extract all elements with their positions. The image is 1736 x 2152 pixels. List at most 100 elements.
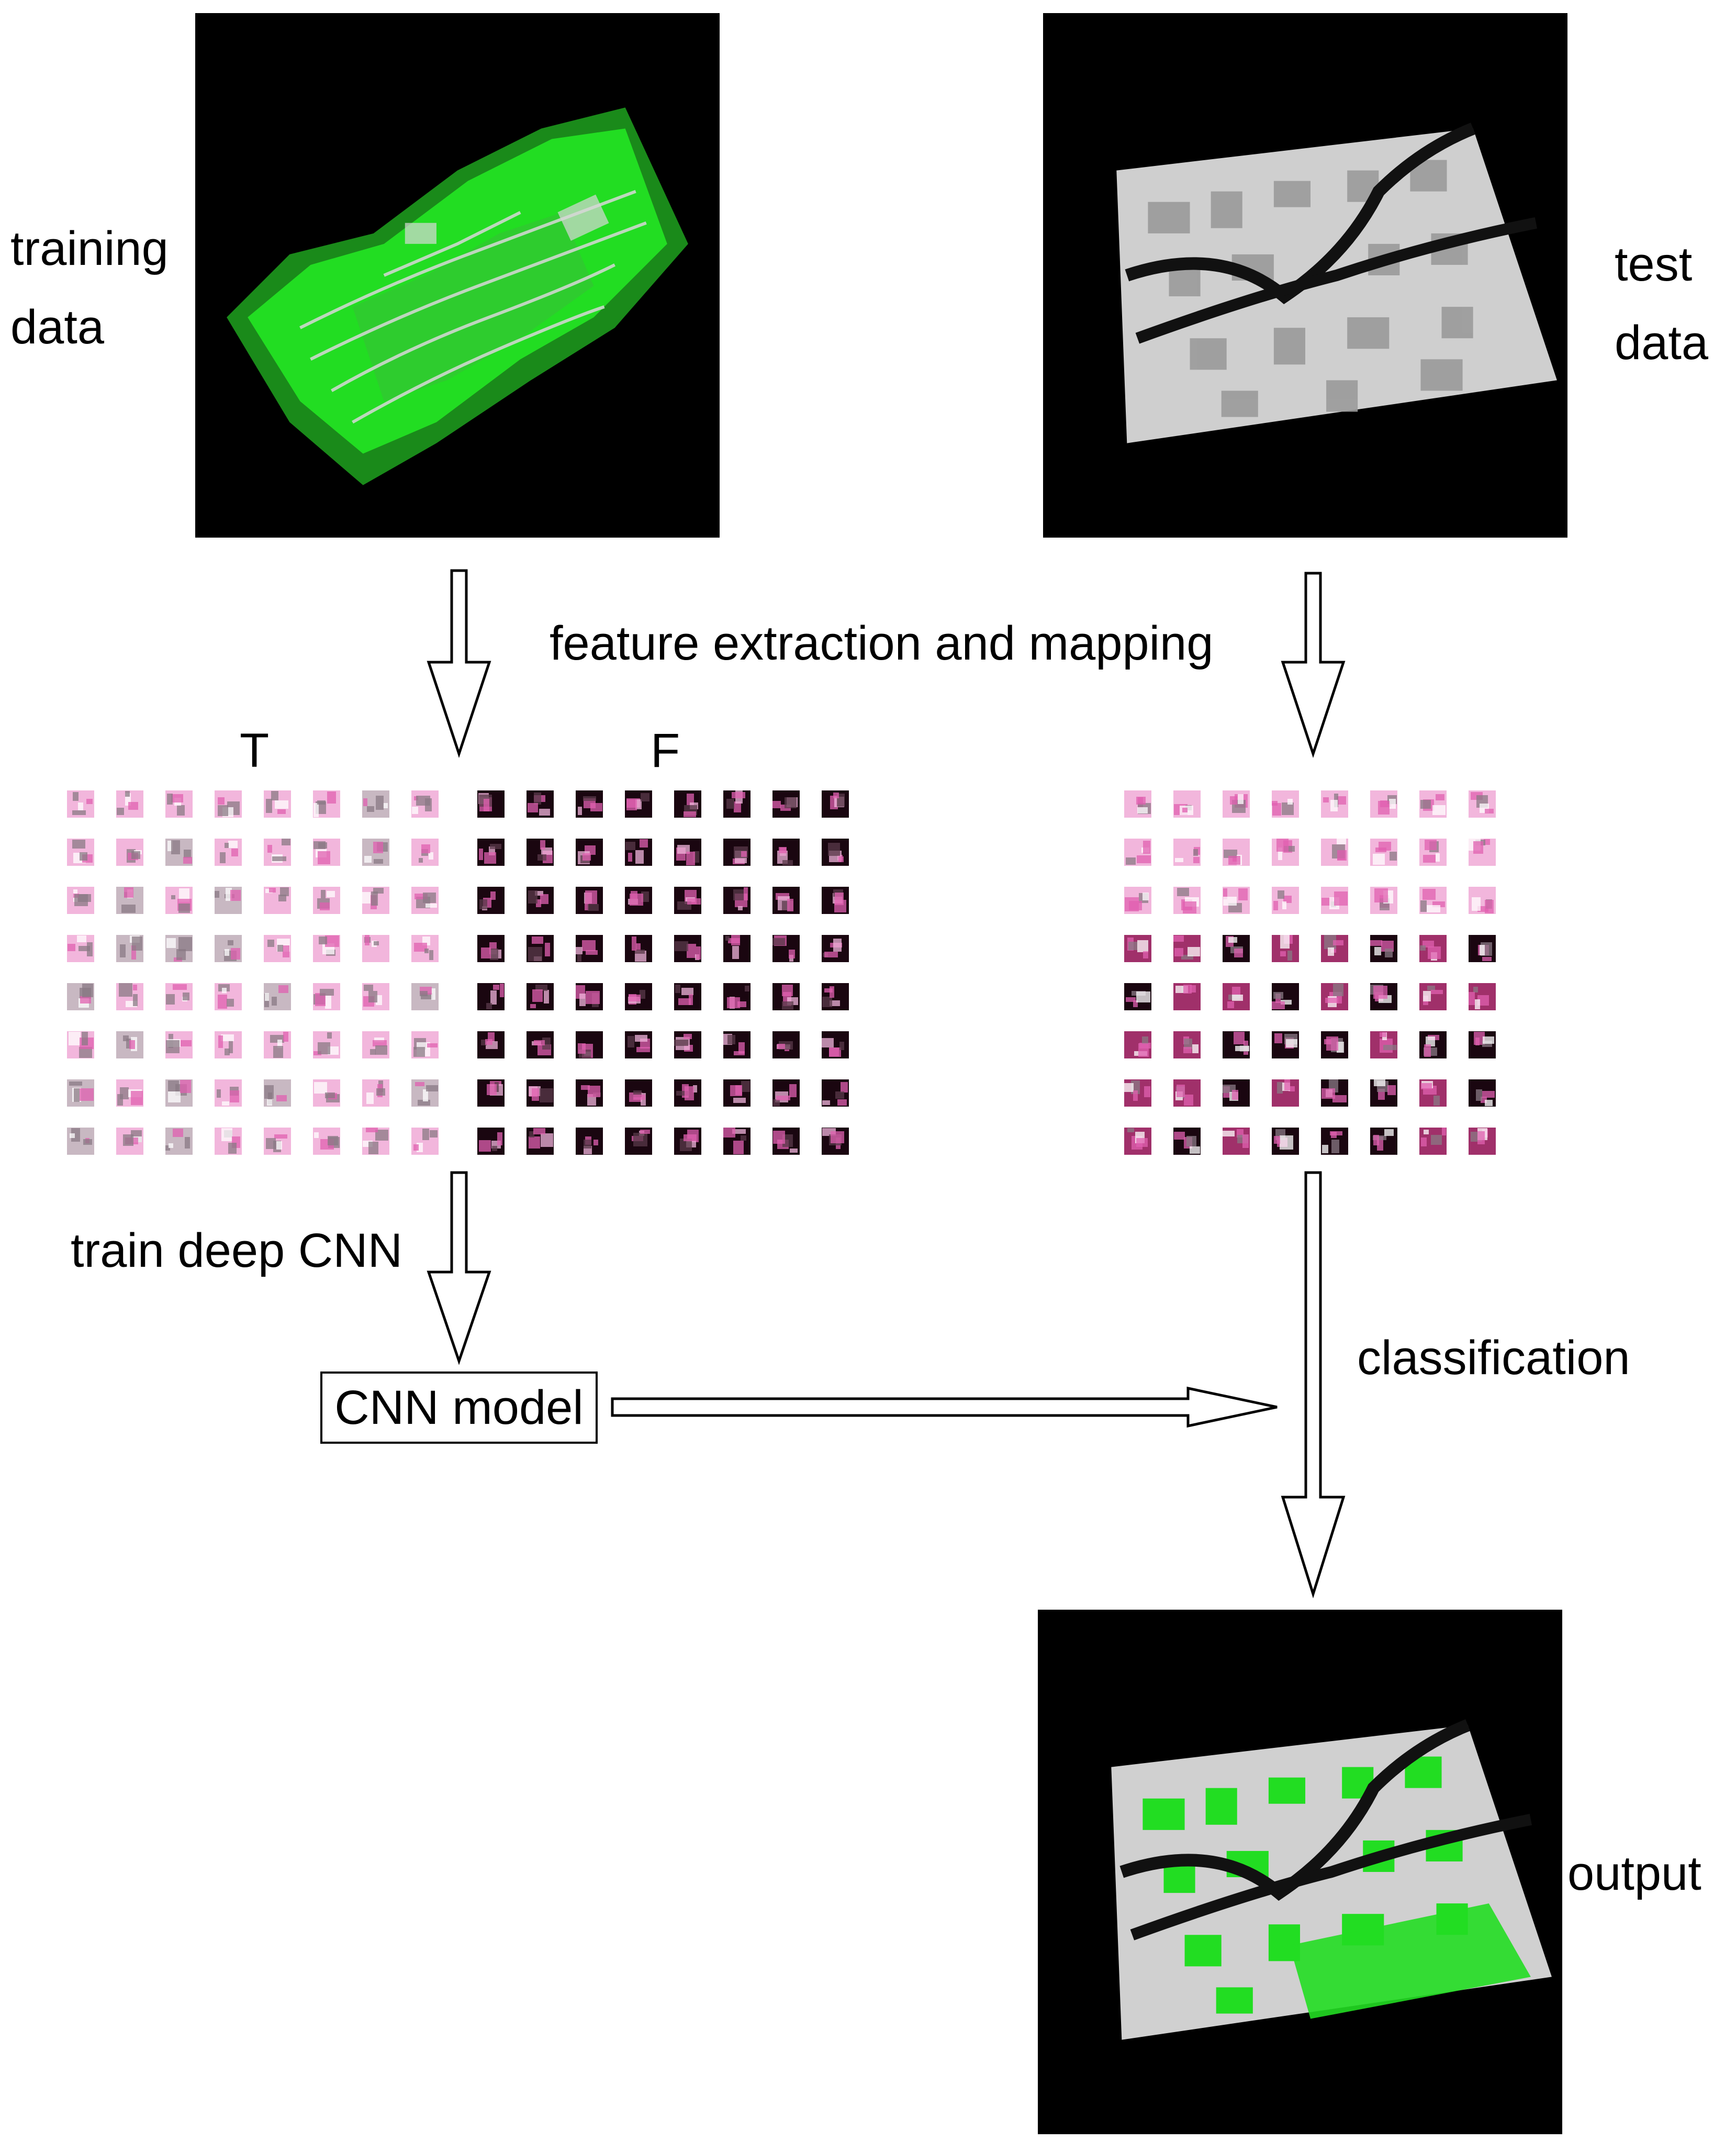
patch-detail xyxy=(273,1046,283,1058)
sample-patch xyxy=(264,887,291,914)
patch-detail xyxy=(1323,797,1329,802)
training-data-label: training data xyxy=(10,209,169,366)
patch-detail xyxy=(741,1081,750,1092)
patch-detail xyxy=(1442,1128,1446,1135)
patch-detail xyxy=(841,1082,848,1092)
sample-patch xyxy=(674,790,701,818)
sample-patch xyxy=(215,935,242,962)
false-samples-grid xyxy=(477,790,849,1155)
sample-patch xyxy=(215,983,242,1010)
false-class-label: F xyxy=(651,724,680,777)
patch-detail xyxy=(276,1095,287,1101)
patch-detail xyxy=(635,950,645,954)
patch-detail xyxy=(327,791,336,804)
patch-detail xyxy=(177,805,185,816)
patch-detail xyxy=(782,985,793,996)
patch-detail xyxy=(167,794,173,805)
patch-detail xyxy=(1274,1033,1282,1043)
sample-patch xyxy=(313,983,340,1010)
sample-patch xyxy=(313,1128,340,1155)
patch-detail xyxy=(532,1088,539,1101)
patch-detail xyxy=(1374,1079,1385,1086)
patch-detail xyxy=(1421,1083,1432,1089)
patch-detail xyxy=(1337,850,1345,860)
sample-patch xyxy=(1223,935,1250,962)
patch-detail xyxy=(1273,992,1283,999)
patch-detail xyxy=(1227,1001,1234,1008)
patch-detail xyxy=(313,803,319,817)
sample-patch xyxy=(674,983,701,1010)
patch-detail xyxy=(1423,991,1431,1001)
patch-detail xyxy=(831,1131,844,1143)
patch-detail xyxy=(69,1081,82,1086)
patch-detail xyxy=(218,995,227,1009)
patch-detail xyxy=(1235,1046,1249,1051)
output-label: output xyxy=(1567,1847,1701,1900)
patch-detail xyxy=(1330,800,1338,811)
patch-detail xyxy=(325,1092,335,1098)
sample-patch xyxy=(362,790,389,818)
patch-detail xyxy=(1426,1036,1435,1046)
training-down-arrow-icon xyxy=(427,569,491,758)
patch-detail xyxy=(373,842,383,853)
sample-patch xyxy=(1370,1031,1397,1058)
sample-patch xyxy=(67,983,94,1010)
patch-detail xyxy=(266,1138,276,1149)
patch-detail xyxy=(370,1049,376,1055)
patch-detail xyxy=(276,1141,282,1150)
patch-detail xyxy=(732,792,745,798)
patch-detail xyxy=(368,1142,378,1154)
sample-patch xyxy=(1124,790,1151,818)
sample-patch xyxy=(116,1079,143,1107)
patch-detail xyxy=(225,949,229,956)
patch-detail xyxy=(785,797,797,808)
patch-detail xyxy=(314,1132,319,1138)
patch-detail xyxy=(415,1082,424,1086)
patch-detail xyxy=(1186,1136,1196,1146)
sample-patch xyxy=(264,1031,291,1058)
patch-detail xyxy=(171,895,175,899)
patch-detail xyxy=(641,793,649,801)
sample-patch xyxy=(116,1031,143,1058)
patch-detail xyxy=(375,1130,388,1141)
patch-detail xyxy=(490,990,497,1005)
patch-detail xyxy=(839,1042,844,1050)
sample-patch xyxy=(822,935,849,962)
patch-detail xyxy=(173,984,187,990)
sample-patch xyxy=(411,983,439,1010)
patch-detail xyxy=(529,1131,534,1138)
patch-detail xyxy=(584,1140,591,1149)
patch-detail xyxy=(1287,951,1292,961)
patch-detail xyxy=(680,1139,692,1151)
patch-detail xyxy=(828,843,840,856)
patch-detail xyxy=(640,1130,650,1134)
sample-patch xyxy=(772,887,800,914)
patch-detail xyxy=(1485,900,1494,913)
sample-patch xyxy=(215,839,242,866)
sample-patch xyxy=(527,1031,554,1058)
patch-detail xyxy=(371,891,378,906)
patch-detail xyxy=(1183,1047,1192,1053)
patch-detail xyxy=(83,1139,92,1145)
patch-detail xyxy=(1184,1095,1193,1106)
patch-detail xyxy=(221,1128,232,1141)
sample-patch xyxy=(772,839,800,866)
test-data-label: test data xyxy=(1615,225,1708,382)
patch-detail xyxy=(1475,1038,1480,1045)
patch-detail xyxy=(636,943,641,952)
sample-patch xyxy=(411,887,439,914)
sample-patch xyxy=(822,790,849,818)
sample-patch xyxy=(1469,983,1496,1010)
sample-patch xyxy=(772,983,800,1010)
sample-patch xyxy=(1124,839,1151,866)
patch-detail xyxy=(676,1091,689,1096)
patch-detail xyxy=(593,1140,598,1145)
sample-patch xyxy=(772,790,800,818)
sample-patch xyxy=(215,790,242,818)
patch-detail xyxy=(117,808,124,815)
train-cnn-label: train deep CNN xyxy=(71,1224,403,1277)
patch-detail xyxy=(625,842,635,850)
patch-detail xyxy=(131,851,140,859)
true-samples-grid xyxy=(67,790,439,1155)
patch-detail xyxy=(1173,935,1184,942)
